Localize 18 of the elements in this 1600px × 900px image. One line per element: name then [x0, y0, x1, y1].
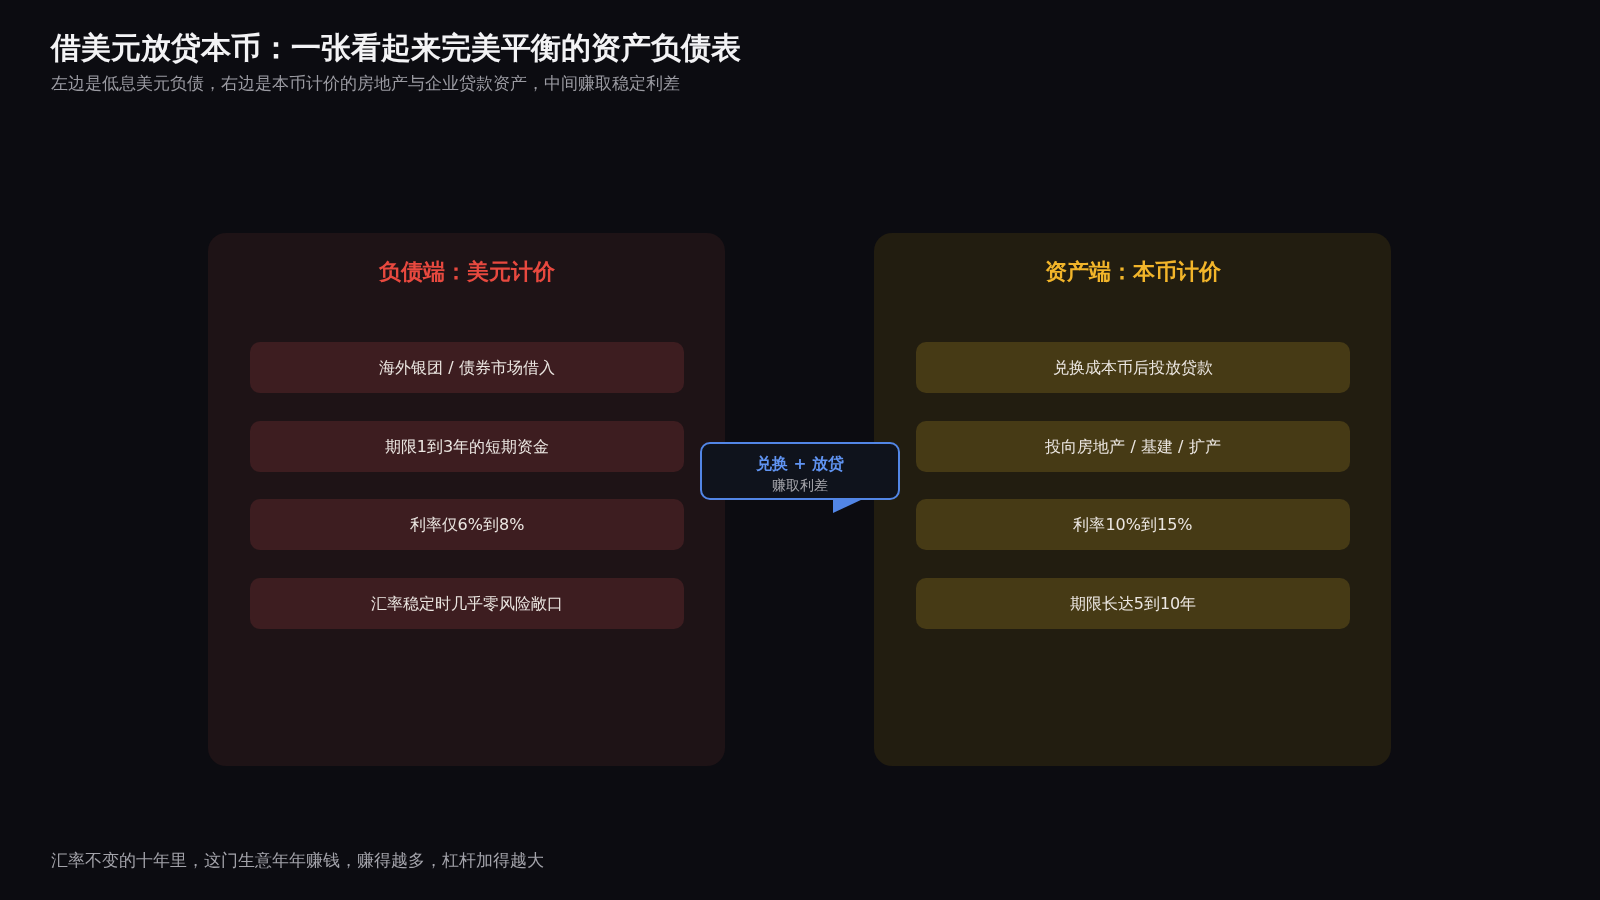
item-card: 期限长达5到10年 [916, 578, 1350, 629]
item-card: 海外银团 / 债券市场借入 [250, 342, 684, 393]
panel-heading: 负债端：美元计价 [377, 258, 556, 286]
panel [874, 233, 1391, 766]
footnote: 汇率不变的十年里，这门生意年年赚钱，赚得越多，杠杆加得越大 [51, 849, 544, 872]
title: 借美元放贷本币：一张看起来完美平衡的资产负债表 [51, 29, 741, 67]
item-card: 利率10%到15% [916, 499, 1350, 550]
bubble-title: 兑换 + 放贷 [756, 454, 844, 475]
panel-heading: 资产端：本币计价 [1043, 258, 1222, 286]
subtitle: 左边是低息美元负债，右边是本币计价的房地产与企业贷款资产，中间赚取稳定利差 [51, 72, 680, 95]
item-card: 利率仅6%到8% [250, 499, 684, 550]
speech-bubble [700, 442, 900, 500]
item-card: 投向房地产 / 基建 / 扩产 [916, 421, 1350, 472]
bubble-subtitle: 赚取利差 [772, 476, 828, 495]
item-card: 期限1到3年的短期资金 [250, 421, 684, 472]
item-card: 汇率稳定时几乎零风险敞口 [250, 578, 684, 629]
item-card: 兑换成本币后投放贷款 [916, 342, 1350, 393]
panel [208, 233, 725, 766]
